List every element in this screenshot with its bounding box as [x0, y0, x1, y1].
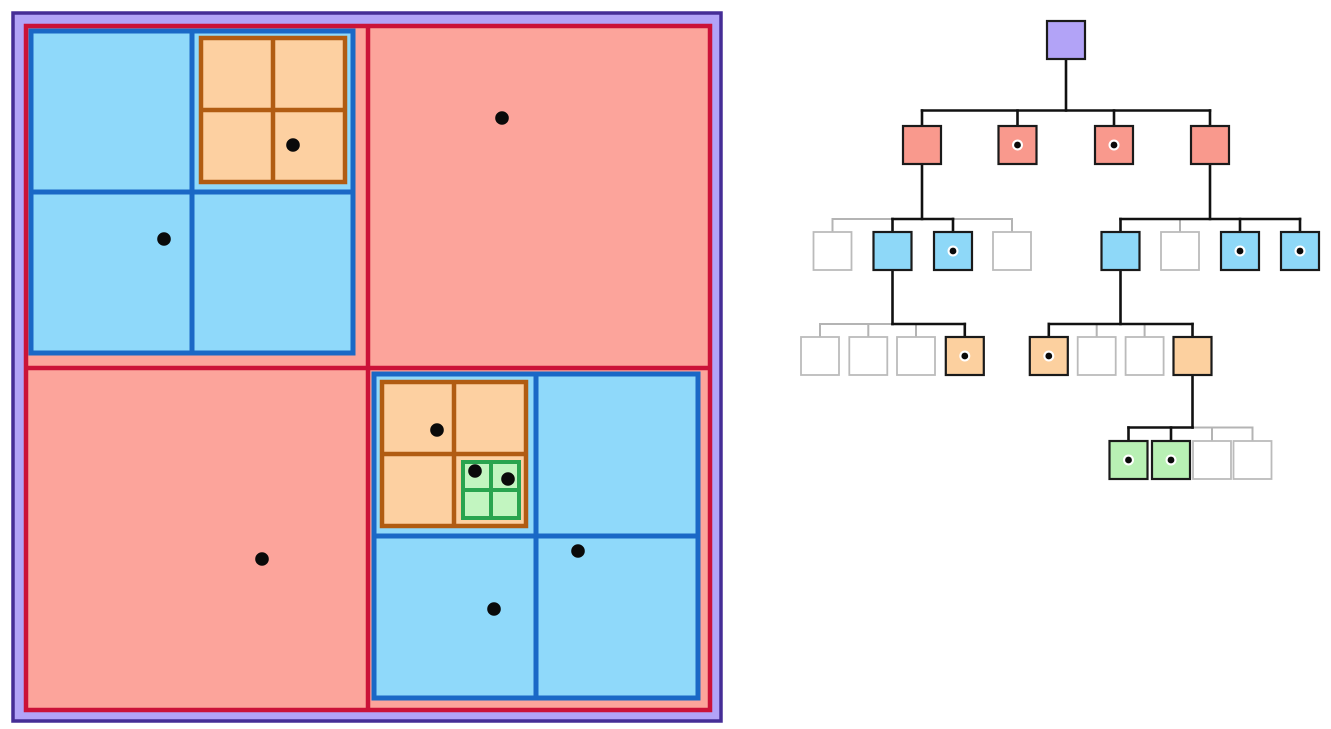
- tree-node-se: [1189, 124, 1231, 166]
- tree-node-se-nw-se: [1172, 335, 1213, 377]
- tree-node-se-nw-se-se: [1232, 440, 1273, 480]
- data-point-se-nw-se-nw: [468, 464, 482, 478]
- tree-node-se-ne: [1160, 231, 1200, 271]
- tree-node-nw-sw-dot: [949, 247, 957, 255]
- data-point-se-sw: [487, 602, 501, 616]
- tree-node-nw-ne-ne: [848, 336, 889, 376]
- tree-node-sw-dot: [1110, 141, 1118, 149]
- tree-node-se-sw: [1219, 230, 1261, 272]
- data-point-nw-ne-se: [286, 138, 300, 152]
- tree-node-se-nw-sw: [1124, 336, 1165, 376]
- tree-node-ne-dot: [1014, 141, 1021, 149]
- tree-node-se-nw-se-nw-dot: [1125, 456, 1132, 464]
- tree-node-nw-ne: [872, 230, 913, 272]
- tree-node-nw-se: [992, 231, 1032, 271]
- data-point-se-se: [571, 544, 585, 558]
- tree-node-se-se: [1279, 230, 1321, 272]
- tree-node-se-nw-se-sw: [1192, 440, 1232, 480]
- tree-node-nw-nw: [812, 231, 853, 271]
- tree-node-se-nw-se-ne-dot: [1167, 456, 1175, 464]
- tree-node-se-se-dot: [1296, 247, 1304, 255]
- quadtree-tree-panel: [800, 19, 1321, 481]
- quadtree-spatial-panel: [11, 11, 723, 723]
- tree-node-nw-ne-sw: [896, 336, 936, 376]
- tree-node-se-nw-ne: [1076, 336, 1117, 376]
- tree-node-se-nw: [1100, 230, 1141, 272]
- tree-node-se-nw-nw-dot: [1045, 352, 1053, 360]
- tree-node-nw: [901, 124, 943, 166]
- tree-node-nw-ne-se-dot: [961, 352, 969, 360]
- tree-node-se-sw-dot: [1236, 247, 1244, 255]
- data-point-ne: [495, 111, 509, 125]
- data-point-sw: [255, 552, 269, 566]
- tree-node-root: [1045, 19, 1087, 61]
- tree-node-nw-ne-nw: [800, 336, 840, 376]
- data-point-se-nw-se-ne: [501, 472, 515, 486]
- data-point-nw-sw: [157, 232, 171, 246]
- data-point-se-nw-nw: [430, 423, 444, 437]
